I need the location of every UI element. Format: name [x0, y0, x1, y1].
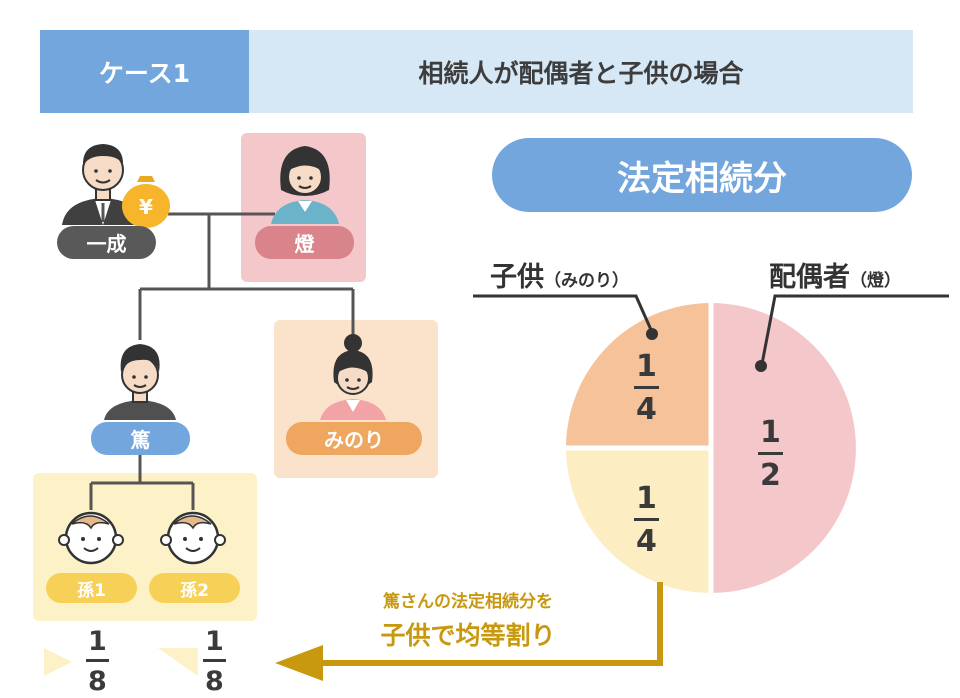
grandchild1-face [58, 511, 124, 565]
daughter-name: みのり [286, 422, 422, 455]
wife-figure [271, 146, 339, 224]
children-share-bottom: 1 4 [634, 481, 659, 559]
husband-name: 一成 [57, 226, 156, 259]
case-label: ケース1 [40, 30, 249, 113]
pie-spouse-half [711, 303, 856, 593]
spouse-note: （燈） [850, 271, 901, 291]
daughter-figure [320, 334, 386, 420]
split-note-line1: 篤さんの法定相続分を [383, 592, 553, 612]
family-tree-lines [89, 212, 355, 510]
split-note-line2: 子供で均等割り [380, 621, 556, 650]
son-name: 篤 [91, 422, 190, 455]
inheritance-arrow-line [320, 582, 663, 666]
yen-symbol: ¥ [139, 195, 153, 219]
share-pie-chart [566, 303, 856, 593]
son-figure [104, 344, 176, 420]
spouse-label: 配偶者（燈） [769, 262, 901, 293]
children-leader-dot [646, 328, 658, 340]
split-note: 篤さんの法定相続分を 子供で均等割り [318, 587, 618, 652]
pie-children-top-quarter [566, 303, 711, 448]
inheritance-arrowhead [275, 645, 323, 681]
children-share-top: 1 4 [634, 349, 659, 427]
legal-share-banner: 法定相続分 [492, 138, 912, 212]
grandchild1-pointer [44, 648, 72, 676]
grandchild1-share: 1 8 [86, 626, 109, 697]
grandchild1-name: 孫1 [46, 573, 137, 603]
grandchild2-face [160, 511, 226, 565]
label-leader-lines [473, 294, 949, 365]
spouse-leader-dot [755, 360, 767, 372]
grandchild2-pointer [158, 648, 198, 676]
children-label: 子供（みのり） [490, 262, 629, 293]
grandchild2-name: 孫2 [149, 573, 240, 603]
case-title: 相続人が配偶者と子供の場合 [418, 58, 744, 88]
wife-name: 燈 [255, 226, 354, 259]
grandchild2-share: 1 8 [203, 626, 226, 697]
children-note: （みのり） [544, 271, 629, 291]
money-bag-icon: ¥ [122, 176, 170, 228]
spouse-share: 1 2 [758, 415, 783, 493]
